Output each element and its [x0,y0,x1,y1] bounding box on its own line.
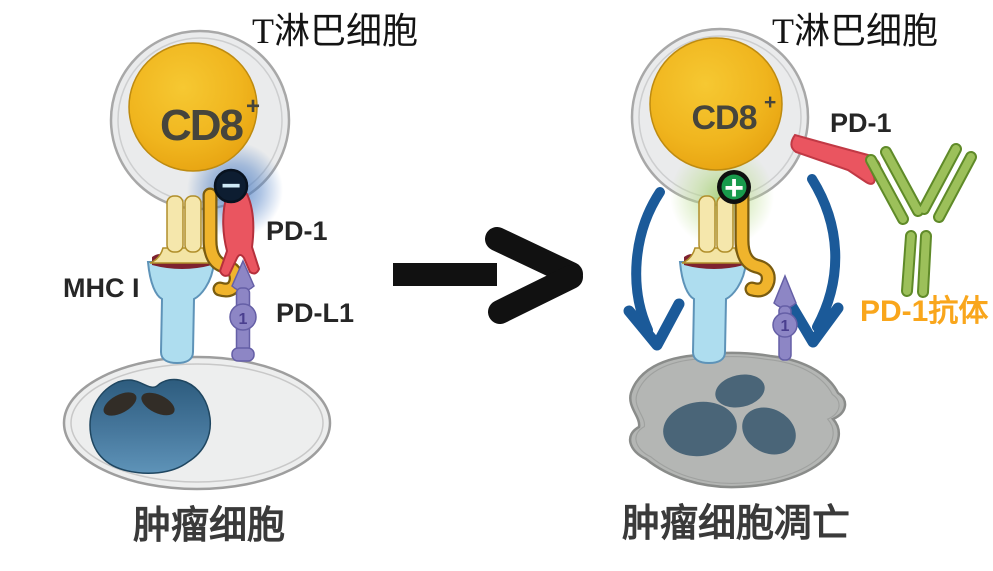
activation-sign: + [724,169,744,207]
right-cd8-nucleus [649,37,783,171]
right-cd8-label: CD8 [691,99,756,137]
right-tumor-label: 肿瘤细胞凋亡 [622,503,850,545]
attack-arrows [623,174,844,351]
apoptotic-tumor-cell-body [628,351,847,489]
attack-arrow-left-shaft [631,187,665,335]
left-panel: T淋巴细胞 CD8 + 1 − PD-1 MHC I PD-L1 [62,11,418,547]
left-pd1-label: PD-1 [266,216,328,246]
left-cd8-superscript: + [246,93,260,120]
right-pdl1-mark: 1 [781,318,790,335]
antibody-body [867,145,975,296]
transition-arrow [393,227,583,324]
right-pd1-label: PD-1 [830,108,892,138]
left-pdl1-receptor [229,259,257,362]
left-pdl1-label: PD-L1 [276,298,354,328]
left-pd1-receptor [218,190,261,277]
tumor-nucleolus-right [141,392,175,416]
right-cd8-superscript: + [764,91,776,114]
activation-badge [721,174,747,200]
pd1-antibody [865,143,977,298]
right-panel-title: T淋巴细胞 [772,11,938,51]
left-tumor-cell-inner-membrane [70,363,324,483]
apoptotic-cell-inner-membrane [635,356,840,484]
pd1-antibody-label: PD-1抗体 [860,294,989,328]
left-cd8-nucleus [128,42,258,172]
left-mhc1-label: MHC I [63,273,140,303]
tumor-nucleolus-left [103,392,137,416]
inhibition-badge [213,168,249,204]
apoptotic-nuclear-fragments [663,374,796,457]
attack-arrow-left-head [623,298,685,351]
transition-arrow-head [485,227,583,324]
left-cd8-label: CD8 [160,101,244,150]
right-pdl1-receptor [772,274,798,361]
left-tumor-label: 肿瘤细胞 [133,505,285,547]
attack-arrow-right-head [785,299,844,348]
right-panel: T淋巴细胞 CD8 + 1 [622,11,989,545]
left-panel-title: T淋巴细胞 [252,11,418,51]
inhibition-sign: − [221,167,241,205]
left-pdl1-mark: 1 [239,311,248,328]
attack-arrow-right-shaft [807,174,841,332]
transition-arrow-shaft [393,263,497,286]
